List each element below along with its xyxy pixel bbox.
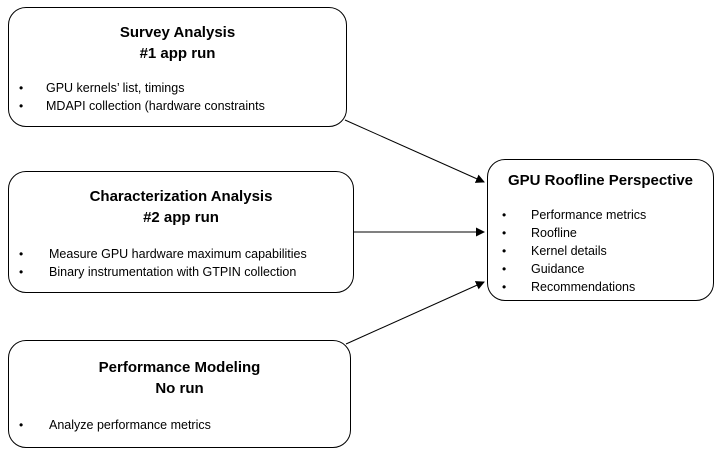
bullet-icon: • [502,262,507,276]
list-item: •Binary instrumentation with GTPIN colle… [19,265,297,279]
node-bullet-list: •Analyze performance metrics [19,416,211,434]
node-title: Performance Modeling [98,359,261,376]
bullet-icon: • [19,247,24,261]
list-item: •Performance metrics [502,208,647,222]
node-title: GPU Roofline Perspective [507,172,694,189]
list-item: •Analyze performance metrics [19,418,211,432]
node-title: Characterization Analysis [89,188,273,205]
edge-survey-to-roofline [344,119,485,183]
edge-modeling-to-roofline [345,281,485,345]
node-gpu-roofline-perspective: GPU Roofline Perspective •Performance me… [487,159,714,301]
node-bullet-list: •GPU kernels’ list, timings •MDAPI colle… [19,79,265,115]
node-subtitle: No run [155,380,204,397]
node-subtitle: #2 app run [143,209,219,226]
node-survey-analysis: Survey Analysis #1 app run •GPU kernels’… [8,7,347,127]
list-item: •Guidance [502,262,585,276]
list-item: •MDAPI collection (hardware constraints [19,99,265,113]
list-item: •GPU kernels’ list, timings [19,81,185,95]
list-item: •Recommendations [502,280,636,294]
bullet-icon: • [502,226,507,240]
list-item: •Kernel details [502,244,607,258]
bullet-icon: • [19,99,24,113]
bullet-icon: • [502,280,507,294]
node-performance-modeling: Performance Modeling No run •Analyze per… [8,340,351,448]
node-bullet-list: •Performance metrics •Roofline •Kernel d… [502,206,646,296]
bullet-icon: • [19,265,24,279]
bullet-icon: • [502,208,507,222]
bullet-icon: • [19,418,24,432]
list-item: •Measure GPU hardware maximum capabiliti… [19,247,307,261]
node-title: Survey Analysis [119,24,236,41]
bullet-icon: • [19,81,24,95]
bullet-icon: • [502,244,507,258]
node-bullet-list: •Measure GPU hardware maximum capabiliti… [19,245,307,281]
list-item: •Roofline [502,226,577,240]
node-characterization-analysis: Characterization Analysis #2 app run •Me… [8,171,354,293]
node-subtitle: #1 app run [139,45,216,62]
